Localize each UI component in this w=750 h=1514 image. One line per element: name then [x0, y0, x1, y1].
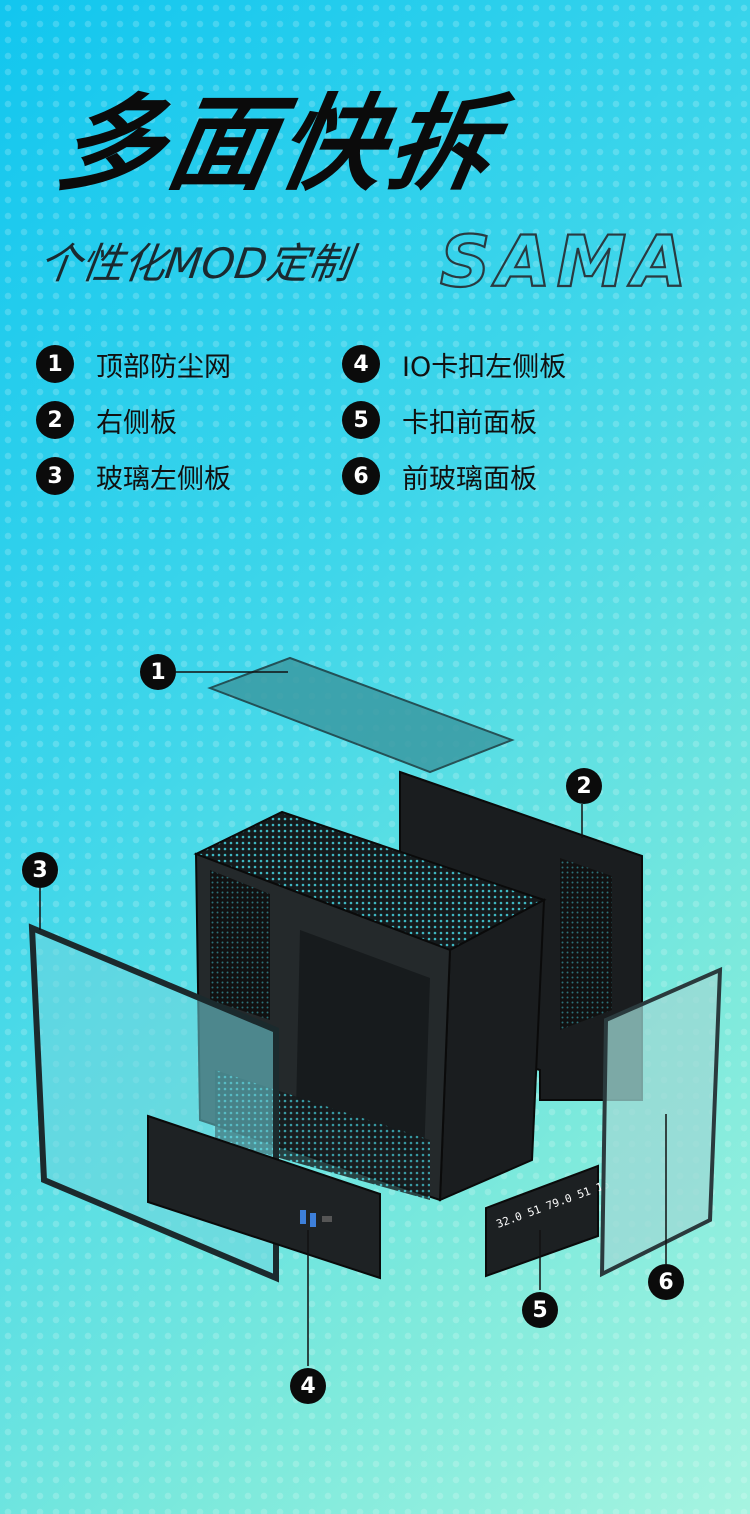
legend-item: 4 IO卡扣左侧板	[342, 336, 566, 392]
svg-text:SAMA: SAMA	[440, 222, 692, 298]
sama-logo: SAMA	[439, 222, 692, 298]
callout-badge-3: 3	[22, 852, 58, 888]
callout-badge-4: 4	[290, 1368, 326, 1404]
legend-label: 顶部防尘网	[96, 351, 231, 383]
legend-number-badge: 2	[36, 401, 74, 439]
legend-right: 4 IO卡扣左侧板 5 卡扣前面板 6 前玻璃面板	[342, 336, 566, 504]
chassis-interior-back	[296, 930, 430, 1160]
io-port-type-c	[322, 1216, 332, 1222]
legend-number-badge: 3	[36, 457, 74, 495]
legend-label: 玻璃左侧板	[96, 463, 231, 495]
legend-label: 右侧板	[96, 407, 177, 439]
front-glass-panel	[599, 966, 723, 1278]
legend-label: IO卡扣左侧板	[402, 351, 567, 383]
legend-label: 卡扣前面板	[402, 407, 537, 439]
legend-number-badge: 4	[342, 345, 380, 383]
callout-badge-6: 6	[648, 1264, 684, 1300]
io-port-usb-a	[300, 1210, 306, 1224]
io-port-usb-b	[310, 1213, 316, 1227]
page-subtitle: 个性化MOD定制	[36, 239, 355, 288]
legend-item: 1 顶部防尘网	[36, 336, 231, 392]
legend-number-badge: 6	[342, 457, 380, 495]
legend-number-badge: 5	[342, 401, 380, 439]
chassis-side-mesh	[210, 870, 270, 1020]
legend-item: 2 右侧板	[36, 392, 231, 448]
io-left-side-panel	[147, 1114, 381, 1280]
legend-left: 1 顶部防尘网 2 右侧板 3 玻璃左侧板	[36, 336, 231, 504]
right-panel-mesh	[560, 858, 612, 1030]
exploded-case-illustration: 32.0 51 79.0 51 16	[28, 656, 723, 1366]
callout-badge-1: 1	[140, 654, 176, 690]
legend-item: 3 玻璃左侧板	[36, 448, 231, 504]
legend-item: 5 卡扣前面板	[342, 392, 566, 448]
legend-item: 6 前玻璃面板	[342, 448, 566, 504]
callout-badge-5: 5	[522, 1292, 558, 1328]
legend-label: 前玻璃面板	[402, 463, 537, 495]
page-title: 多面快拆	[49, 83, 511, 205]
legend-number-badge: 1	[36, 345, 74, 383]
clip-front-panel	[485, 1164, 599, 1278]
top-dust-filter	[207, 656, 515, 774]
callout-badge-2: 2	[566, 768, 602, 804]
